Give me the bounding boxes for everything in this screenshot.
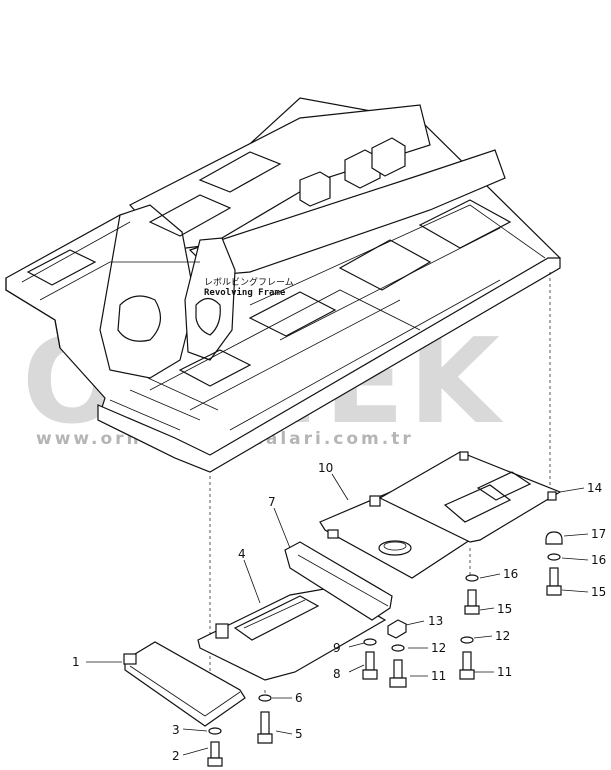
callout-15b: 15 <box>591 585 606 599</box>
callout-8: 8 <box>333 667 341 681</box>
frame-rail-6 <box>189 299 401 411</box>
bolt-5 <box>257 711 273 744</box>
frame-label: レボルビングフレーム Revolving Frame <box>204 276 294 298</box>
frame-rail-5 <box>149 289 421 391</box>
washer-6 <box>258 694 272 702</box>
callout-4: 4 <box>238 547 246 561</box>
callout-15a: 15 <box>497 602 512 616</box>
frame-front-skirt <box>97 257 561 473</box>
nut-13 <box>387 619 407 639</box>
frame-opening-1 <box>117 295 161 342</box>
callout-11b: 11 <box>497 665 512 679</box>
callout-12a: 12 <box>431 641 446 655</box>
frame-cutout-1 <box>26 249 97 286</box>
callout-9: 9 <box>333 641 341 655</box>
frame-cutout-3 <box>198 151 282 193</box>
frame-lug-2 <box>371 137 406 177</box>
washer-16b <box>547 553 561 561</box>
bolt-15b <box>546 567 562 596</box>
frame-cutout-6 <box>178 349 252 387</box>
frame-cutout-4 <box>338 239 432 291</box>
callout-5: 5 <box>295 727 303 741</box>
callout-1: 1 <box>72 655 80 669</box>
callout-11a: 11 <box>431 669 446 683</box>
washer-16a <box>465 574 479 582</box>
bolt-11a <box>389 659 407 688</box>
frame-front-detail <box>109 377 219 431</box>
frame-cutout-2 <box>148 194 232 237</box>
frame-rail-7 <box>229 279 501 431</box>
frame-lug-1 <box>344 149 381 189</box>
cover-part-1 <box>123 641 246 727</box>
cover-part-10 <box>319 489 472 579</box>
callout-14: 14 <box>587 481 602 495</box>
washer-9 <box>363 638 377 646</box>
callout-3: 3 <box>172 723 180 737</box>
cover-part-4 <box>197 587 387 681</box>
bolt-8 <box>362 651 378 680</box>
washer-3 <box>208 727 222 735</box>
frame-cutout-5 <box>248 291 337 337</box>
frame-label-en: Revolving Frame <box>204 287 286 298</box>
callout-16a: 16 <box>503 567 518 581</box>
washer-12a <box>391 644 405 652</box>
washer-12b <box>460 636 474 644</box>
callout-10: 10 <box>318 461 333 475</box>
bolt-2 <box>207 741 223 767</box>
callout-16b: 16 <box>591 553 606 567</box>
cap-17 <box>545 531 563 545</box>
cover-part-7 <box>284 541 393 621</box>
callout-12b: 12 <box>495 629 510 643</box>
frame-rail-1 <box>21 221 131 283</box>
callouts: 1 2 3 4 5 6 7 8 9 10 11 11 12 12 13 14 1… <box>72 461 606 763</box>
frame-left-edge <box>5 278 61 349</box>
frame-opening-2 <box>195 297 221 336</box>
frame-label-jp: レボルビングフレーム <box>204 276 294 288</box>
bolt-15a <box>464 589 480 615</box>
frame-rail-2 <box>39 261 200 301</box>
callout-2: 2 <box>172 749 180 763</box>
callout-7: 7 <box>268 495 276 509</box>
bolt-11b <box>459 651 475 680</box>
callout-17: 17 <box>591 527 606 541</box>
fasteners <box>207 531 563 767</box>
frame-cutout-7 <box>418 199 512 249</box>
leader-lines <box>86 473 589 756</box>
callout-6: 6 <box>295 691 303 705</box>
cover-part-14 <box>378 451 562 543</box>
callout-13: 13 <box>428 614 443 628</box>
revolving-frame <box>5 97 561 473</box>
frame-lug-3 <box>299 171 331 207</box>
frame-rail-3 <box>249 204 546 306</box>
